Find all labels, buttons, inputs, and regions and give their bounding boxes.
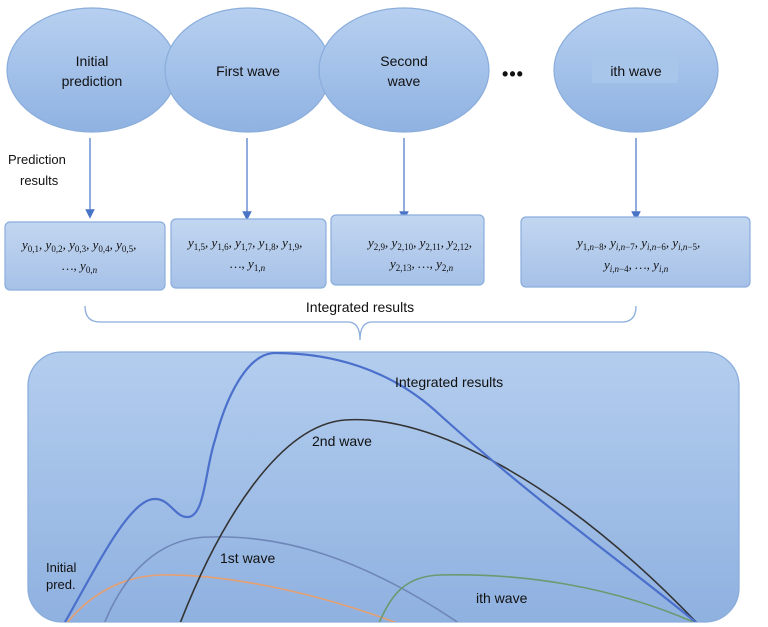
stage-label-line-2: wave xyxy=(387,73,421,89)
stage-label: First wave xyxy=(216,63,280,79)
initial-curve-label-line-2: pred. xyxy=(46,577,76,592)
stage-ellipse xyxy=(318,7,490,133)
integrated-results-curve xyxy=(63,352,699,622)
second-wave-curve-label: 2nd wave xyxy=(312,433,372,449)
result-box-first: y1,5, y1,6, y1,7, y1,8, y1,9, …, y1,n xyxy=(170,218,327,289)
ith-wave-curve-label: ith wave xyxy=(476,590,528,606)
stage-first-wave: First wave xyxy=(164,7,332,133)
initial-curve-label-line-1: Initial xyxy=(46,560,76,575)
stage-initial-prediction: Initial prediction xyxy=(6,7,178,133)
prediction-results-label-line-2: results xyxy=(20,173,59,188)
ith-wave-curve xyxy=(376,573,699,622)
result-box-second: y2,9, y2,10, y2,11, y2,12, y2,13, …, y2,… xyxy=(330,214,485,286)
result-box-ith: y1,n−8, yi,n−7, yi,n−6, yi,n−5, yi,n−4, … xyxy=(520,216,751,288)
initial-prediction-curve xyxy=(65,574,411,622)
results-panel: Integrated results 2nd wave 1st wave Ini… xyxy=(27,351,740,623)
stage-second-wave: Second wave xyxy=(318,7,490,133)
first-wave-curve-label: 1st wave xyxy=(220,550,275,566)
second-wave-curve xyxy=(178,418,699,622)
result-values-line-1: y2,9, y2,10, y2,11, y2,12, xyxy=(366,235,472,252)
ellipsis: ••• xyxy=(502,64,524,84)
integrated-curve-label: Integrated results xyxy=(395,374,503,390)
result-values-line-1: y1,n−8, yi,n−7, yi,n−6, yi,n−5, xyxy=(575,235,700,252)
first-wave-curve xyxy=(103,536,467,622)
result-box-initial: y0,1, y0,2, y0,3, y0,4, y0,5, …, y0,n xyxy=(4,221,166,291)
stage-label: ith wave xyxy=(610,63,662,79)
prediction-results-label-line-1: Prediction xyxy=(8,152,66,167)
stage-ellipse xyxy=(6,7,178,133)
stage-label-line-1: Initial xyxy=(76,53,109,69)
integrated-bracket xyxy=(84,305,637,341)
integrated-results-label: Integrated results xyxy=(306,299,414,315)
stage-label-line-1: Second xyxy=(380,53,427,69)
result-values-line-2: y2,13, …, y2,n xyxy=(388,256,454,273)
stage-ith-wave: ith wave xyxy=(553,7,719,133)
stage-label-line-2: prediction xyxy=(62,73,123,89)
stage-label-highlight xyxy=(592,55,678,83)
